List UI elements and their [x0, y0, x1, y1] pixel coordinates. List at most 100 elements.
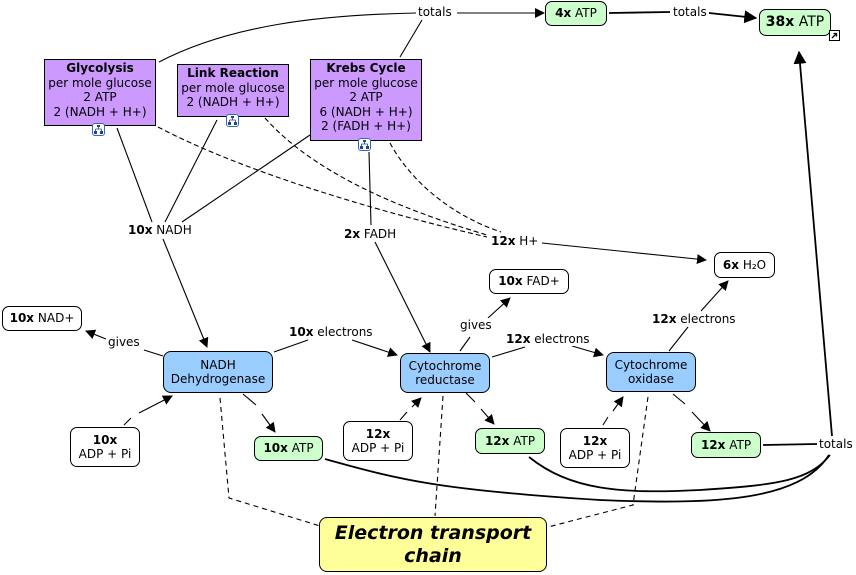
atp-10-node[interactable]: 10x ATP	[254, 436, 323, 461]
totals-label-right: totals	[818, 437, 854, 451]
adp-10-name: ADP + Pi	[78, 447, 132, 461]
glycolysis-line: 2 (NADH + H+)	[53, 104, 147, 119]
link-gives-fad	[487, 297, 511, 319]
krebs-cycle-line: 2 (FADH + H+)	[321, 119, 411, 133]
link-4atp-totals	[608, 11, 671, 14]
atp-38-node[interactable]: 38x ATP	[759, 9, 831, 36]
nadh-dehydrogenase-line: Dehydrogenase	[170, 372, 266, 386]
krebs-cycle-submap-icon[interactable]	[358, 138, 371, 151]
fad-plus-name: FAD+	[526, 274, 560, 289]
link-electrons-reductase	[351, 339, 398, 357]
nad-plus-node[interactable]: 10x NAD+	[2, 306, 82, 331]
link-atp12a-totals	[528, 454, 831, 493]
link-totals-38atp-up	[793, 50, 833, 437]
water-node[interactable]: 6x H₂O	[714, 252, 775, 278]
h-plus-name: H+	[519, 234, 539, 248]
atp-12b-node[interactable]: 12x ATP	[691, 432, 761, 458]
gives-fad-label: gives	[459, 318, 493, 332]
atp-12a-node[interactable]: 12x ATP	[475, 428, 545, 454]
krebs-cycle-line: 6 (NADH + H+)	[319, 104, 413, 119]
adp-10-count: 10x	[92, 432, 118, 447]
krebs-cycle-title: Krebs Cycle	[326, 61, 406, 75]
link-reaction-node[interactable]: Link Reaction per mole glucose 2 (NADH +…	[177, 64, 289, 117]
link-atp10-totals	[324, 454, 830, 503]
fad-plus-count: 10x	[498, 274, 523, 289]
atp-38-name: ATP	[798, 14, 825, 31]
external-link-icon[interactable]	[829, 30, 840, 41]
atp-10-name: ATP	[291, 441, 314, 456]
nadh-count: 10x	[128, 223, 153, 237]
link-nadh-dehydrogenase	[162, 238, 209, 348]
link-glycolysis-hplus	[157, 126, 488, 238]
link-krebs-totals	[399, 19, 423, 58]
link-atp12b-totals	[762, 443, 818, 446]
fadh-label: 2x FADH	[343, 227, 398, 241]
fadh-name: FADH	[363, 227, 397, 241]
atp-12b-name: ATP	[729, 437, 752, 452]
cytochrome-reductase-node[interactable]: Cytochrome reductase	[400, 353, 490, 393]
glycolysis-node[interactable]: Glycolysis per mole glucose 2 ATP 2 (NAD…	[44, 59, 156, 126]
link-reaction-submap-icon[interactable]	[226, 114, 239, 127]
link-electrons-water	[700, 280, 729, 312]
nadh-dehydrogenase-line: NADH	[200, 357, 236, 372]
glycolysis-submap-icon[interactable]	[92, 123, 105, 136]
totals-label-top: totals	[417, 5, 453, 19]
cytochrome-reductase-line: Cytochrome	[408, 358, 482, 373]
cytochrome-oxidase-line: oxidase	[627, 372, 674, 386]
nadh-label: 10x NADH	[127, 223, 193, 237]
link-adp12b-oxidase	[602, 397, 623, 426]
electron-transport-chain-node[interactable]: Electron transport chain	[319, 517, 547, 572]
cytochrome-oxidase-line: Cytochrome	[614, 357, 688, 372]
adp-12b-node[interactable]: 12x ADP + Pi	[560, 428, 630, 468]
link-link-hplus	[264, 117, 488, 236]
electrons-12a-count: 12x	[506, 332, 531, 346]
electrons-10-label: 10x electrons	[288, 325, 374, 339]
nadh-name: NADH	[156, 223, 192, 237]
electrons-12a-name: electrons	[534, 332, 590, 346]
cytochrome-oxidase-node[interactable]: Cytochrome oxidase	[606, 352, 696, 392]
totals-label-mid: totals	[672, 5, 708, 19]
nadh-dehydrogenase-node[interactable]: NADH Dehydrogenase	[163, 351, 273, 393]
water-count: 6x	[722, 257, 739, 272]
fad-plus-node[interactable]: 10x FAD+	[489, 269, 569, 294]
electrons-12b-label: 12x electrons	[651, 312, 737, 326]
atp-12a-name: ATP	[513, 433, 536, 448]
krebs-cycle-node[interactable]: Krebs Cycle per mole glucose 2 ATP 6 (NA…	[310, 59, 422, 141]
link-electrons-oxidase	[571, 345, 604, 358]
link-dehydrogenase-electrons	[273, 339, 309, 353]
h-plus-count: 12x	[491, 234, 516, 248]
link-krebs-nadh	[181, 134, 311, 223]
link-fadh-reductase	[374, 241, 431, 353]
link-reductase-atp12a	[465, 392, 494, 424]
atp-4-name: ATP	[575, 6, 597, 21]
atp-38-count: 38x	[765, 14, 795, 31]
krebs-cycle-line: 2 ATP	[349, 90, 383, 104]
link-etc-oxidase	[547, 396, 649, 528]
link-glycolysis-nadh	[116, 127, 153, 223]
link-hplus-water	[541, 242, 707, 265]
electrons-12a-label: 12x electrons	[505, 332, 591, 346]
adp-12a-name: ADP + Pi	[351, 441, 405, 455]
link-adp10-dehydrogenase	[123, 396, 172, 426]
gives-nad-label: gives	[107, 335, 141, 349]
krebs-cycle-line: per mole glucose	[314, 75, 418, 90]
link-krebs-fadh	[368, 151, 372, 226]
adp-10-node[interactable]: 10x ADP + Pi	[70, 427, 140, 467]
electrons-10-count: 10x	[289, 325, 314, 339]
link-reductase-gives	[459, 336, 471, 352]
link-etc-reductase	[434, 395, 444, 517]
water-name: H₂O	[742, 257, 767, 272]
nad-plus-count: 10x	[9, 311, 35, 326]
electrons-12b-name: electrons	[680, 312, 736, 326]
link-reductase-electrons	[491, 346, 526, 358]
link-oxidase-atp12b	[672, 393, 710, 431]
link-krebs-hplus	[389, 142, 502, 233]
atp-4-node[interactable]: 4x ATP	[545, 1, 607, 26]
adp-12b-count: 12x	[582, 433, 608, 448]
adp-12a-count: 12x	[365, 426, 391, 441]
adp-12a-node[interactable]: 12x ADP + Pi	[343, 421, 413, 461]
atp-10-count: 10x	[263, 441, 288, 456]
electrons-12b-count: 12x	[652, 312, 677, 326]
link-oxidase-electrons	[668, 326, 689, 352]
